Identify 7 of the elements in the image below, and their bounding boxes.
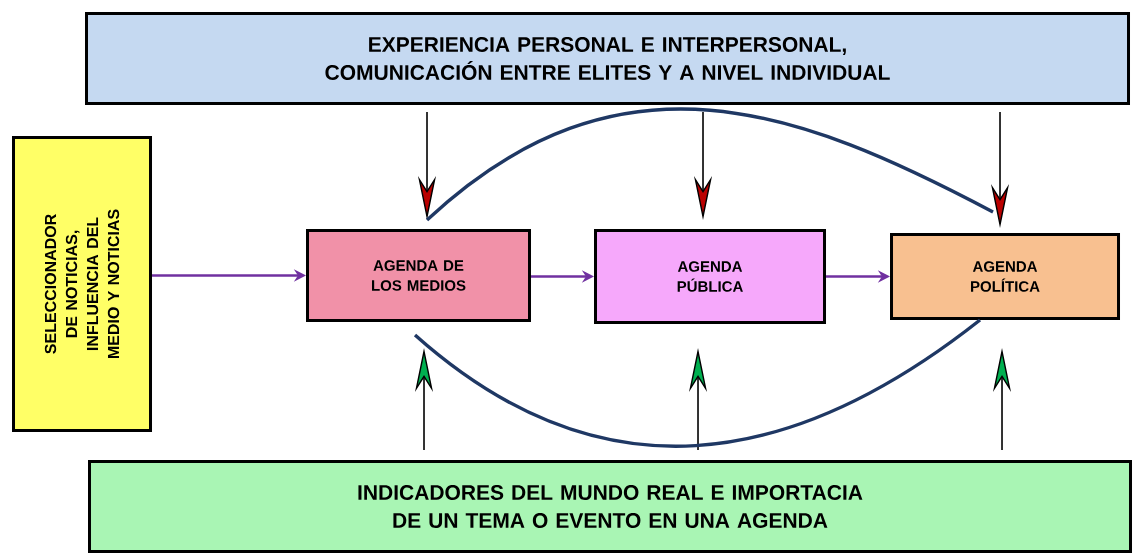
banner-box: EXPERIENCIA PERSONAL E INTERPERSONAL, COMUNICACIÓN ENTRE ELITES Y A NIVEL INDIVIDUAL <box>85 12 1130 105</box>
banner-box: INDICADORES DEL MUNDO REAL E IMPORTACIA DE UN TEMA O EVENTO EN UNA AGENDA <box>88 460 1132 553</box>
process-box: AGENDA PÚBLICA <box>594 229 826 324</box>
process-box: AGENDA DE LOS MEDIOS <box>306 229 531 322</box>
process-box: AGENDA POLÍTICA <box>890 233 1120 320</box>
curved-line <box>413 318 981 448</box>
side-box: SELECCIONADOR DE NOTICIAS, INFLUENCIA DEL MEDIO Y NOTICIAS <box>12 136 152 432</box>
